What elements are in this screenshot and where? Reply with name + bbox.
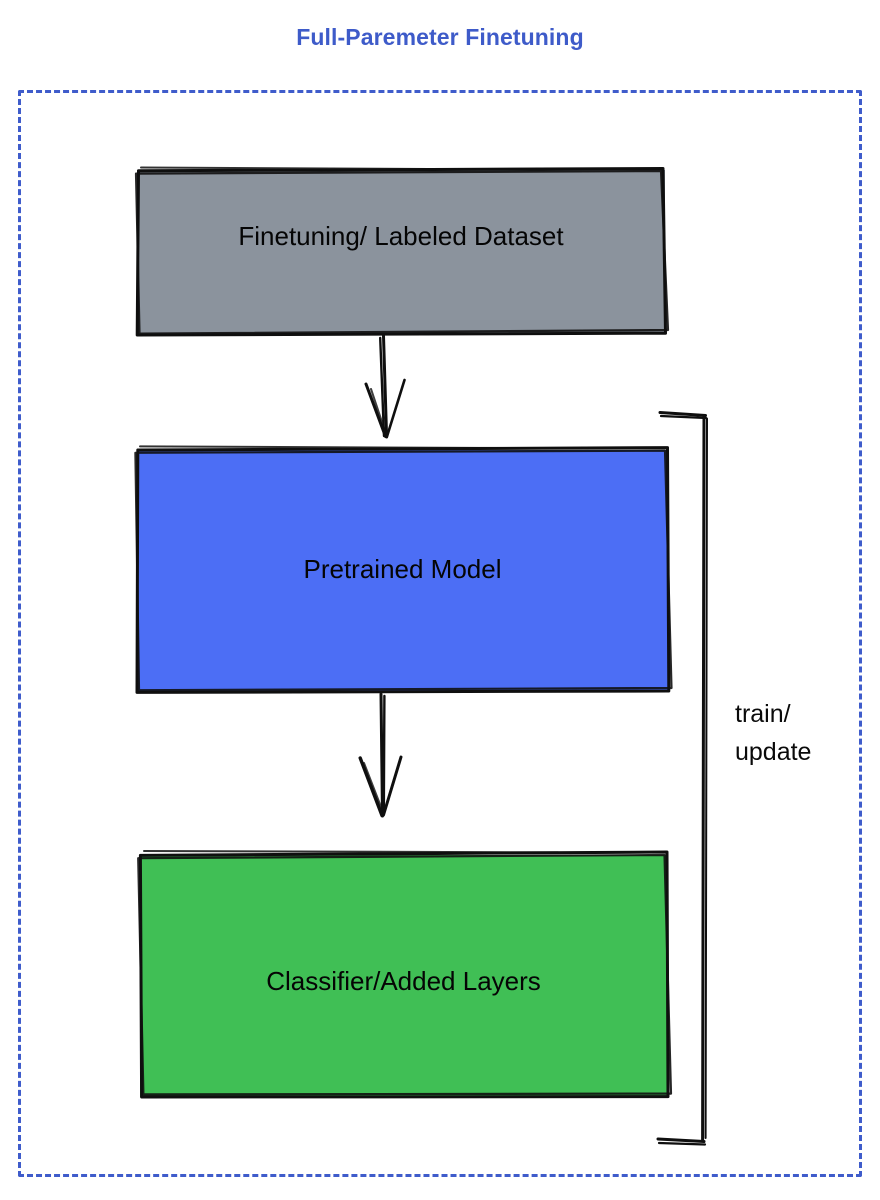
node-classifier-fill <box>140 855 667 1097</box>
node-dataset[interactable]: Finetuning/ Labeled Dataset <box>134 166 670 337</box>
node-dataset-fill <box>137 170 665 334</box>
diagram-frame <box>18 90 862 1177</box>
feedback-bracket-label: train/ update <box>735 700 812 766</box>
node-pretrained-model[interactable]: Pretrained Model <box>134 445 673 694</box>
node-pretrained-model-fill <box>137 450 668 692</box>
page-title: Full-Paremeter Finetuning <box>296 24 584 50</box>
node-classifier[interactable]: Classifier/Added Layers <box>137 850 673 1099</box>
